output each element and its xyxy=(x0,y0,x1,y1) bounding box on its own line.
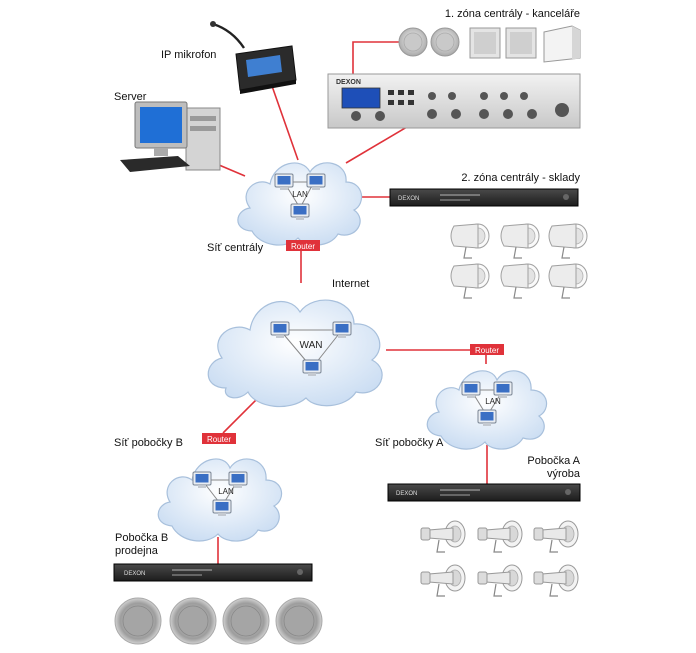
ceiling-speaker-icon xyxy=(275,597,323,645)
speaker-icon xyxy=(469,27,501,59)
lan-label: LAN xyxy=(218,487,234,496)
router-branch-a: Router xyxy=(470,344,504,355)
speaker-icon xyxy=(500,263,540,299)
horn-speaker-icon xyxy=(533,520,579,553)
horn-speaker-icon xyxy=(477,520,523,553)
speaker-icon xyxy=(450,263,490,299)
speaker-icon xyxy=(450,223,490,259)
horn-speaker-icon xyxy=(477,564,523,597)
cloud-icon xyxy=(207,299,383,408)
ceiling-speaker-icon xyxy=(169,597,217,645)
mixer-amplifier-icon: DEXON xyxy=(327,73,581,129)
device-brand: DEXON xyxy=(336,79,361,86)
central-lan-cloud: LAN xyxy=(237,162,363,246)
link-mic-to-lan xyxy=(271,85,299,161)
branch-a-lan-cloud: LAN xyxy=(426,370,548,450)
speaker-icon xyxy=(548,263,588,299)
wan-cloud: WAN xyxy=(207,299,383,408)
router-label: Router xyxy=(207,435,231,444)
zone2-speakers xyxy=(450,223,588,299)
wan-label: WAN xyxy=(300,340,323,351)
branch-b-label-line1: Pobočka B xyxy=(115,532,168,544)
router-label: Router xyxy=(475,346,499,355)
speaker-icon xyxy=(543,25,581,63)
branch-b-speakers xyxy=(114,597,323,645)
branch-b-net-label: Síť pobočky B xyxy=(114,437,183,449)
lan-label: LAN xyxy=(485,397,501,406)
branch-a-label-line2: výroba xyxy=(547,468,581,480)
network-links xyxy=(211,41,488,564)
rack-amplifier-icon: DEXON xyxy=(389,188,579,207)
branch-a-speakers xyxy=(420,520,579,597)
rack-amplifier-icon: DEXON xyxy=(113,563,313,582)
ip-microphone-icon xyxy=(210,21,297,94)
horn-speaker-icon xyxy=(420,520,466,553)
link-lan-to-zone1 xyxy=(345,123,413,164)
horn-speaker-icon xyxy=(533,564,579,597)
link-zone1-speakers xyxy=(352,41,402,74)
device-brand: DEXON xyxy=(398,196,419,202)
ceiling-speaker-icon xyxy=(430,27,460,57)
lan-label: LAN xyxy=(292,190,308,199)
ceiling-speaker-icon xyxy=(114,597,162,645)
ip-mic-label: IP mikrofon xyxy=(161,49,216,61)
branch-a-label-line1: Pobočka A xyxy=(527,455,580,467)
central-net-label: Síť centrály xyxy=(207,242,264,254)
zone1-speakers xyxy=(398,25,581,63)
device-brand: DEXON xyxy=(396,491,417,497)
router-label: Router xyxy=(291,242,315,251)
branch-b-lan-cloud: LAN xyxy=(157,458,283,542)
router-branch-b: Router xyxy=(202,433,236,444)
ceiling-speaker-icon xyxy=(398,27,428,57)
speaker-icon xyxy=(548,223,588,259)
device-brand: DEXON xyxy=(124,571,145,577)
server-computer-icon xyxy=(120,101,221,172)
branch-b-label-line2: prodejna xyxy=(115,545,159,557)
server-label: Server xyxy=(114,91,147,103)
internet-label: Internet xyxy=(332,278,369,290)
labels: 1. zóna centrály - kanceláře IP mikrofon… xyxy=(114,8,581,557)
link-wan-to-branch-b xyxy=(222,397,259,434)
speaker-icon xyxy=(500,223,540,259)
rack-amplifier-icon: DEXON xyxy=(387,483,581,502)
speaker-icon xyxy=(505,27,537,59)
zone2-label: 2. zóna centrály - sklady xyxy=(461,172,580,184)
router-central: Router xyxy=(286,240,320,251)
zone1-label: 1. zóna centrály - kanceláře xyxy=(445,8,580,20)
ceiling-speaker-icon xyxy=(222,597,270,645)
branch-a-net-label: Síť pobočky A xyxy=(375,437,444,449)
horn-speaker-icon xyxy=(420,564,466,597)
